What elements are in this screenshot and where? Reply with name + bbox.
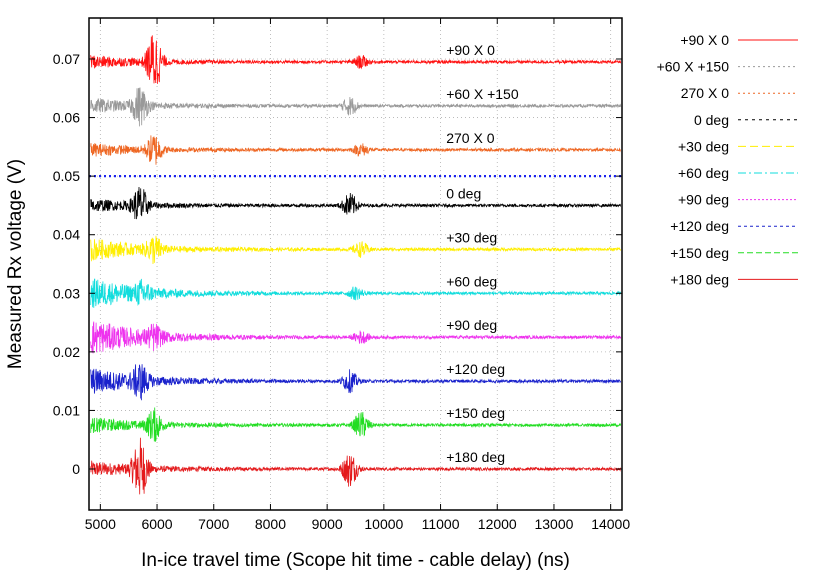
series-trace: [90, 87, 622, 127]
x-tick-label: 11000: [422, 516, 460, 532]
trace-label: +30 deg: [446, 229, 497, 245]
legend-label: +150 deg: [670, 245, 729, 261]
series-trace: [90, 135, 622, 165]
grid-lines: [89, 18, 622, 510]
y-tick-label: 0.04: [53, 227, 80, 243]
trace-label: +60 X +150: [446, 86, 519, 102]
y-tick-label: 0.06: [53, 110, 80, 126]
series-trace: [90, 321, 622, 354]
series-trace: [90, 35, 622, 84]
trace-label: +150 deg: [446, 405, 505, 421]
trace-labels: +180 deg +150 deg +120 deg +90 deg +60 deg +3…: [446, 42, 519, 465]
legend-label: +90 deg: [678, 192, 729, 208]
trace-label: +60 deg: [446, 273, 497, 289]
series-trace: [90, 235, 622, 265]
series-trace: [90, 278, 621, 308]
series-trace: [90, 437, 622, 495]
series-trace: [90, 407, 622, 442]
y-tick-label: 0.03: [53, 285, 80, 301]
legend-label: +180 deg: [670, 271, 729, 287]
legend-label: +30 deg: [678, 138, 729, 154]
x-tick-label: 10000: [364, 516, 403, 532]
trace-label: +180 deg: [446, 449, 505, 465]
y-tick-label: 0.07: [53, 51, 80, 67]
trace-label: 270 X 0: [446, 130, 494, 146]
trace-label: 0 deg: [446, 185, 481, 201]
traces: [89, 35, 622, 495]
legend-label: +60 deg: [678, 165, 729, 181]
y-axis-title: Measured Rx voltage (V): [5, 159, 26, 369]
legend: +90 X 0 +60 X +150 270 X 0 0 deg +30 deg +60 …: [657, 32, 798, 287]
legend-label: 0 deg: [694, 112, 729, 128]
x-tick-label: 9000: [312, 516, 343, 532]
trace-label: +90 deg: [446, 317, 497, 333]
series-trace: [90, 186, 622, 220]
trace-label: +120 deg: [446, 361, 505, 377]
x-tick-label: 12000: [478, 516, 517, 532]
legend-label: +60 X +150: [657, 59, 730, 75]
axis-ticks: 5000 6000 7000 8000 9000 10000 11000 12000 13000…: [53, 18, 630, 532]
x-axis-title: In-ice travel time (Scope hit time - cab…: [141, 550, 570, 571]
plot-frame: [88, 17, 623, 511]
trace-label: +90 X 0: [446, 42, 495, 58]
x-tick-label: 14000: [591, 516, 630, 532]
x-tick-label: 6000: [141, 516, 172, 532]
x-tick-label: 13000: [534, 516, 573, 532]
legend-label: +120 deg: [670, 218, 729, 234]
y-tick-label: 0.02: [53, 344, 80, 360]
x-tick-label: 5000: [85, 516, 116, 532]
y-tick-label: 0: [72, 461, 80, 477]
x-tick-label: 7000: [198, 516, 229, 532]
x-tick-label: 8000: [255, 516, 286, 532]
y-tick-label: 0.01: [53, 402, 80, 418]
legend-label: +90 X 0: [680, 32, 729, 48]
legend-label: 270 X 0: [681, 85, 729, 101]
y-tick-label: 0.05: [53, 168, 80, 184]
series-trace: [90, 364, 621, 401]
